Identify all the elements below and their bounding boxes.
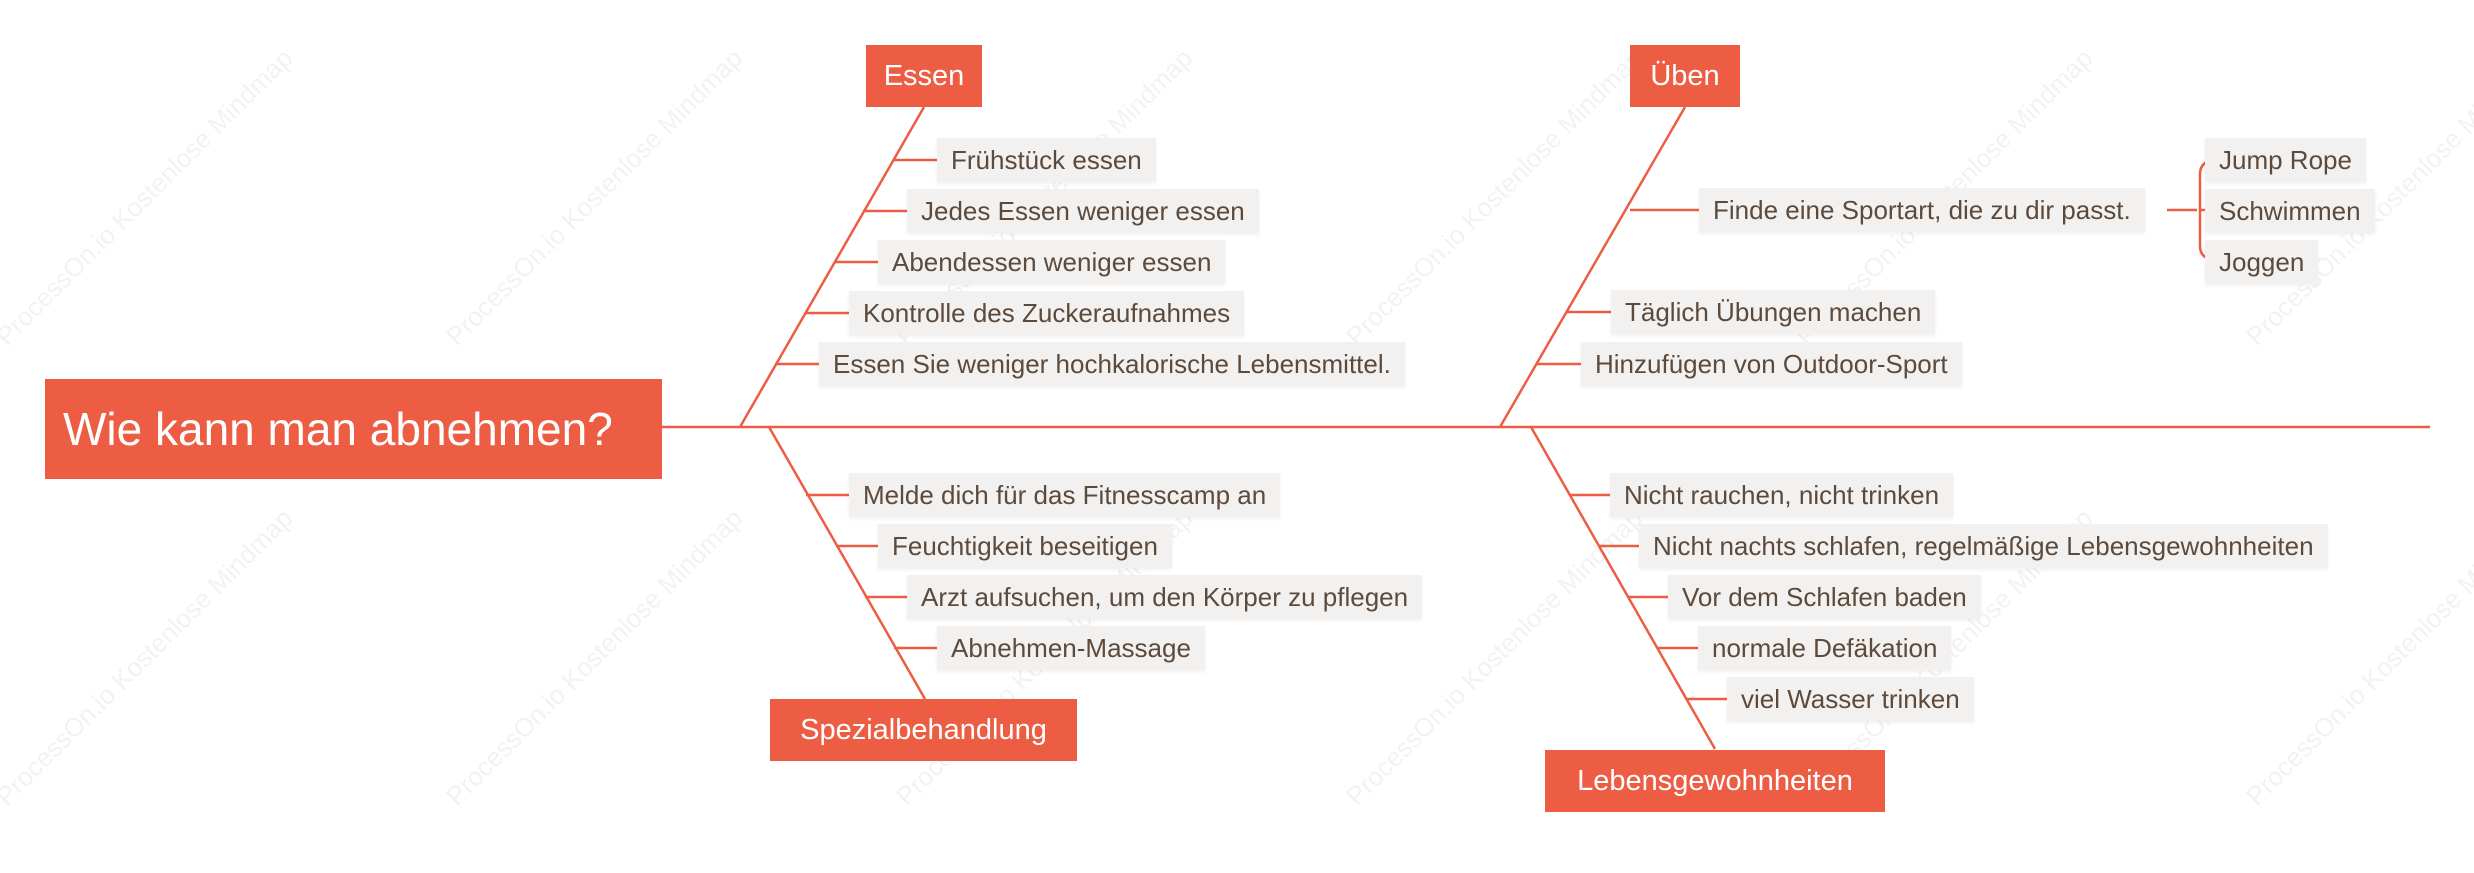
leaf-spezial-2[interactable]: Feuchtigkeit beseitigen <box>878 524 1172 568</box>
bone-spezial <box>767 426 927 700</box>
leaf-essen-4[interactable]: Kontrolle des Zuckeraufnahmes <box>849 291 1245 335</box>
leaf-spezial-1[interactable]: Melde dich für das Fitnesscamp an <box>849 473 1281 517</box>
leaf-spezial-3[interactable]: Arzt aufsuchen, um den Körper zu pflegen <box>907 575 1423 619</box>
leaf-ueben-sub-1[interactable]: Jump Rope <box>2205 138 2366 182</box>
leaf-leben-1[interactable]: Nicht rauchen, nicht trinken <box>1610 473 1954 517</box>
branch-spezialbehandlung[interactable]: Spezialbehandlung <box>770 699 1077 761</box>
leaf-essen-2[interactable]: Jedes Essen weniger essen <box>907 189 1259 233</box>
bone-leben <box>1529 426 1717 750</box>
leaf-essen-1[interactable]: Frühstück essen <box>937 138 1156 182</box>
leaf-spezial-4[interactable]: Abnehmen-Massage <box>937 626 1205 670</box>
leaf-leben-4[interactable]: normale Defäkation <box>1698 626 1952 670</box>
branch-essen[interactable]: Essen <box>866 45 982 107</box>
leaf-ueben-1[interactable]: Finde eine Sportart, die zu dir passt. <box>1699 188 2145 232</box>
branch-ueben[interactable]: Üben <box>1630 45 1740 107</box>
leaf-leben-2[interactable]: Nicht nachts schlafen, regelmäßige Leben… <box>1639 524 2328 568</box>
bone-ueben <box>1498 106 1687 428</box>
leaf-leben-5[interactable]: viel Wasser trinken <box>1727 677 1974 721</box>
root-topic[interactable]: Wie kann man abnehmen? <box>45 379 662 479</box>
leaf-ueben-2[interactable]: Täglich Übungen machen <box>1611 290 1936 334</box>
leaf-ueben-sub-2[interactable]: Schwimmen <box>2205 189 2375 233</box>
leaf-ueben-sub-3[interactable]: Joggen <box>2205 240 2319 284</box>
branch-lebensgewohnheiten[interactable]: Lebensgewohnheiten <box>1545 750 1885 812</box>
leaf-essen-5[interactable]: Essen Sie weniger hochkalorische Lebensm… <box>819 342 1405 386</box>
leaf-leben-3[interactable]: Vor dem Schlafen baden <box>1668 575 1981 619</box>
leaf-ueben-3[interactable]: Hinzufügen von Outdoor-Sport <box>1581 342 1962 386</box>
leaf-essen-3[interactable]: Abendessen weniger essen <box>878 240 1226 284</box>
